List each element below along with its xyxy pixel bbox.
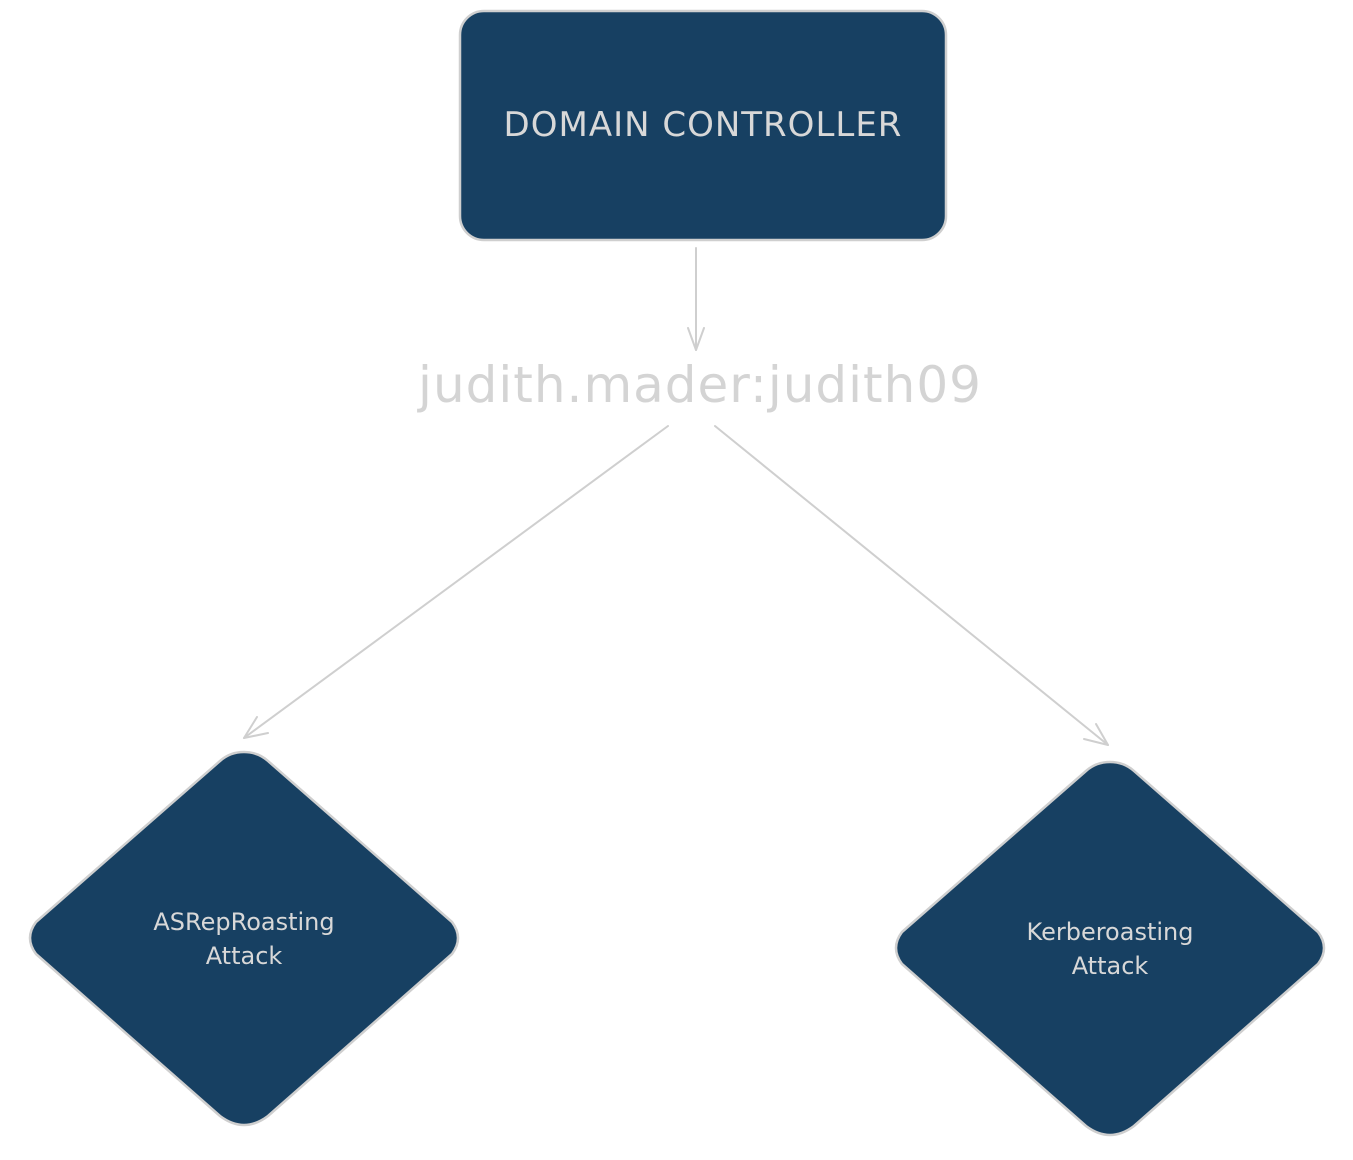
- kerberoasting-diamond: [894, 760, 1326, 1137]
- asreproasting-diamond: [28, 750, 460, 1127]
- kerberoasting-label-line2: Attack: [1072, 952, 1149, 980]
- domain-controller-node[interactable]: DOMAIN CONTROLLER: [458, 9, 948, 242]
- domain-controller-label: DOMAIN CONTROLLER: [504, 105, 903, 145]
- credential-label: judith.mader:judith09: [417, 356, 982, 414]
- kerberoasting-node[interactable]: Kerberoasting Attack: [894, 760, 1326, 1137]
- kerberoasting-label-line1: Kerberoasting: [1027, 918, 1194, 946]
- domain-controller-box: [458, 9, 948, 242]
- asreproasting-node[interactable]: ASRepRoasting Attack: [28, 750, 460, 1127]
- asreproasting-label-line2: Attack: [206, 942, 283, 970]
- edge-credential-to-kerberoasting: [714, 425, 1109, 746]
- asreproasting-label-line1: ASRepRoasting: [153, 908, 334, 936]
- edge-dc-to-credential: [687, 247, 705, 351]
- edge-credential-to-asreproasting: [243, 425, 669, 739]
